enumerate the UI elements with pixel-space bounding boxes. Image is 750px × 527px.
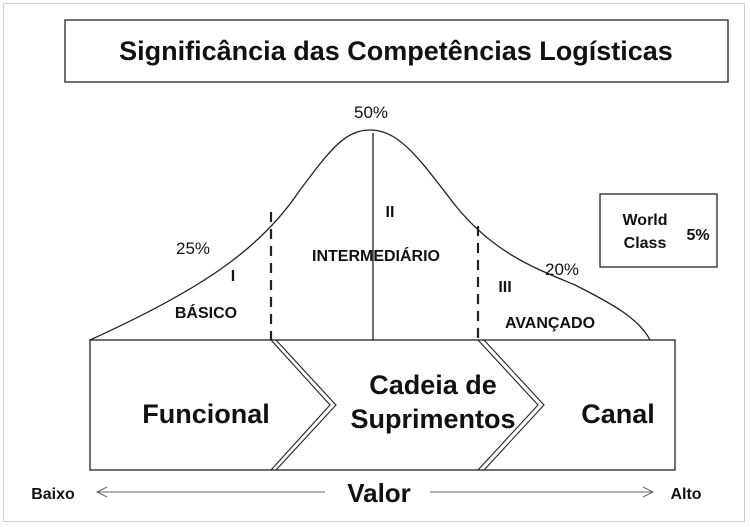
value-axis-right-arrowhead	[642, 486, 655, 498]
basic-label: BÁSICO	[175, 303, 237, 322]
world-class-percent: 5%	[686, 227, 709, 244]
stages-box	[89, 339, 676, 471]
basic-percent: 25%	[176, 239, 210, 258]
chevron-1-inner	[275, 339, 337, 471]
outer-frame	[3, 3, 745, 522]
value-axis-left-arrowhead	[95, 486, 108, 498]
stage-supply-chain-line1: Cadeia de	[369, 370, 497, 400]
axis-high-label: Alto	[670, 486, 701, 503]
chevron-2-outer	[477, 339, 539, 471]
intermediate-label: INTERMEDIÁRIO	[312, 246, 440, 265]
basic-numeral: I	[231, 268, 235, 285]
bell-curve	[89, 129, 651, 341]
advanced-numeral: III	[498, 279, 511, 296]
advanced-label: AVANÇADO	[505, 315, 595, 332]
stage-supply-chain-line2: Suprimentos	[350, 404, 515, 434]
axis-low-label: Baixo	[31, 486, 75, 503]
world-class-line1: World	[622, 212, 667, 229]
advanced-percent: 20%	[545, 260, 579, 279]
intermediate-numeral: II	[386, 204, 395, 221]
chevron-1-outer	[270, 339, 331, 471]
world-class-box	[599, 193, 718, 268]
world-class-line2: Class	[624, 235, 667, 252]
chevron-2-inner	[483, 339, 545, 471]
title-box	[64, 19, 729, 83]
axis-title: Valor	[347, 478, 411, 508]
stage-functional: Funcional	[142, 399, 270, 429]
diagram-title: Significância das Competências Logística…	[119, 36, 673, 66]
peak-percent: 50%	[354, 103, 388, 122]
stage-channel: Canal	[581, 399, 655, 429]
